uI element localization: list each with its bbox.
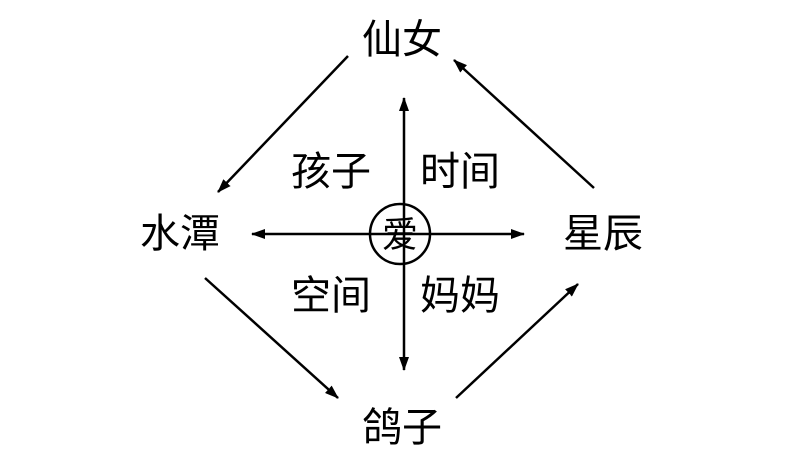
arrow-right-to-top	[453, 59, 595, 189]
node-left-label: 水潭	[140, 211, 220, 257]
node-right-label: 星辰	[563, 211, 643, 257]
center-label: 爱	[381, 215, 419, 256]
quadrant-upper-right-label: 时间	[420, 149, 500, 195]
node-top-label: 仙女	[362, 17, 442, 63]
quadrant-upper-left-label: 孩子	[291, 149, 371, 195]
center-circle	[368, 202, 432, 266]
node-bottom-label: 鸽子	[362, 405, 442, 451]
quadrant-lower-left-label: 空间	[291, 273, 371, 319]
arrow-bottom-to-right	[455, 283, 579, 399]
quadrant-lower-right-label: 妈妈	[420, 273, 500, 319]
arrow-left-to-bottom	[204, 277, 339, 399]
arrow-top-to-left	[217, 55, 349, 193]
